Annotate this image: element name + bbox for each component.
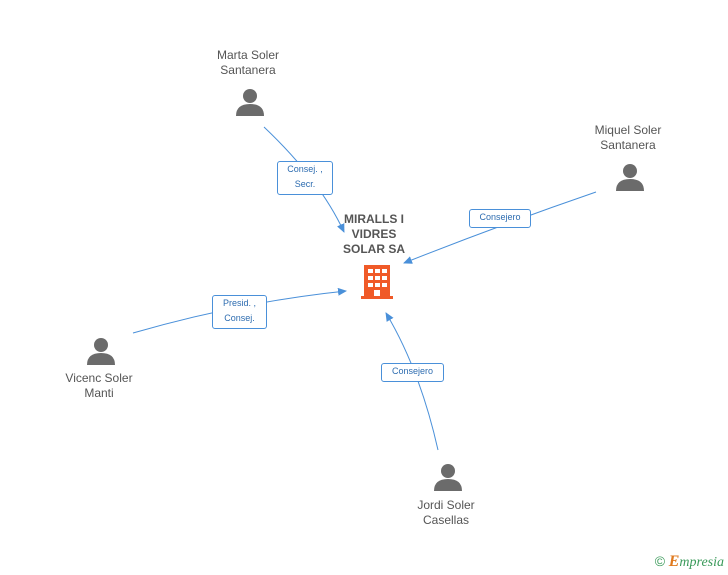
brand-name: mpresia [679,555,724,570]
person-name-miquel[interactable]: Miquel Soler Santanera [594,123,662,152]
person-name-vicenc[interactable]: Vicenc Soler Manti [65,371,133,400]
copyright-symbol: © [654,553,666,569]
role-box-marta[interactable]: Consej. , Secr. [277,161,333,195]
person-icon[interactable] [86,336,116,366]
role-box-miquel[interactable]: Consejero [469,209,531,228]
empresia-logo[interactable]: © Empresia [655,553,724,571]
building-icon[interactable] [361,263,393,299]
person-icon[interactable] [235,87,265,117]
person-name-marta[interactable]: Marta Soler Santanera [216,48,280,77]
role-box-jordi[interactable]: Consejero [381,363,444,382]
role-box-vicenc[interactable]: Presid. , Consej. [212,295,267,329]
person-icon[interactable] [615,162,645,192]
brand-initial: E [668,553,680,570]
person-name-jordi[interactable]: Jordi Soler Casellas [417,498,475,527]
company-name[interactable]: MIRALLS I VIDRES SOLAR SA [342,212,405,256]
person-icon[interactable] [433,462,463,492]
